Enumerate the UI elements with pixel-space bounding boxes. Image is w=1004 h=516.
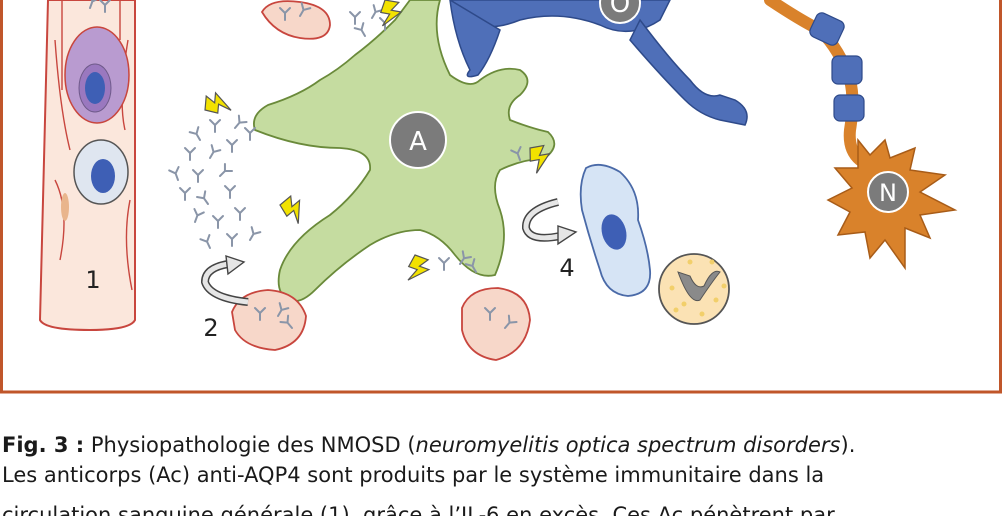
red-cell-top-left bbox=[260, 0, 331, 40]
step-1-label: 1 bbox=[85, 266, 100, 294]
step-2-label: 2 bbox=[203, 314, 218, 342]
neutrophil-cell bbox=[658, 253, 730, 325]
antibody-cluster-left bbox=[168, 114, 262, 252]
red-cell-bottom-left bbox=[231, 289, 307, 351]
astrocyte-label: A bbox=[409, 127, 427, 157]
neuron-cell: N bbox=[826, 137, 958, 271]
caption-line-3-partial: circulation sanguine générale (1), grâce… bbox=[2, 503, 835, 516]
step-4-label: 4 bbox=[559, 254, 574, 282]
arrow-step-4 bbox=[522, 198, 578, 246]
red-cell-bottom-mid bbox=[461, 287, 531, 361]
macrophage-cell bbox=[579, 163, 651, 297]
arrow-step-2 bbox=[200, 254, 249, 306]
neuron-label: N bbox=[879, 179, 897, 207]
oligodendrocyte-cell: O bbox=[449, 0, 748, 126]
neuron-axon bbox=[764, 0, 866, 166]
vessel-cell-purple bbox=[64, 26, 130, 124]
vessel-cell-lymphocyte bbox=[73, 139, 129, 205]
caption-line-1: Fig. 3 : Physiopathologie des NMOSD (neu… bbox=[2, 433, 856, 457]
figure-number: Fig. 3 : bbox=[2, 433, 85, 457]
astrocyte-cell: A bbox=[253, 0, 556, 303]
figure-caption: Fig. 3 : Physiopathologie des NMOSD (neu… bbox=[2, 430, 1004, 490]
nmosd-figure: 1 O N A bbox=[0, 0, 1002, 394]
figure-frame bbox=[0, 0, 1002, 394]
blood-vessel: 1 bbox=[38, 0, 136, 332]
caption-line-2: Les anticorps (Ac) anti-AQP4 sont produi… bbox=[2, 463, 825, 487]
oligodendrocyte-label: O bbox=[610, 0, 630, 19]
